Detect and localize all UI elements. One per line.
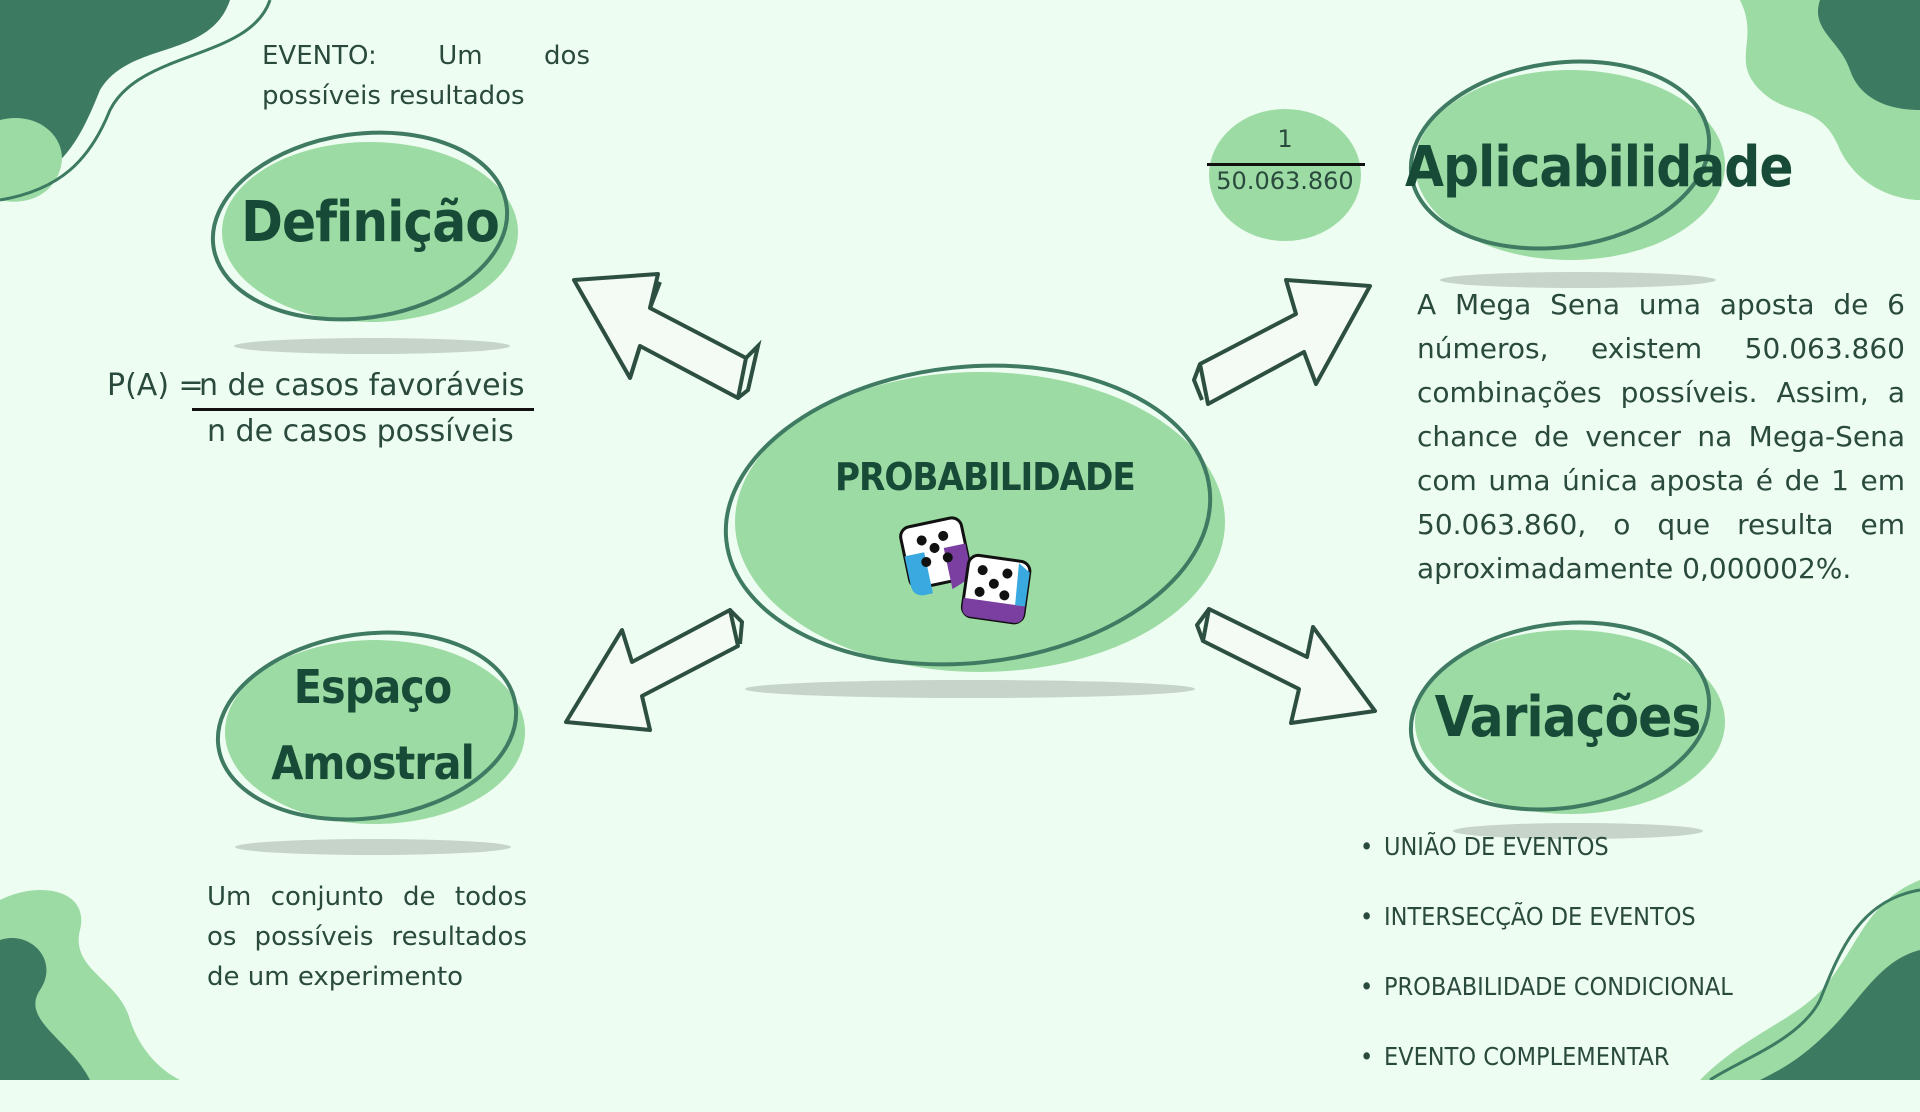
variacoes-list: UNIÃO DE EVENTOS INTERSECÇÃO DE EVENTOS … bbox=[1360, 832, 1733, 1112]
fraction-denominator: 50.063.860 bbox=[1216, 167, 1354, 195]
aplicabilidade-title: Aplicabilidade bbox=[1405, 135, 1794, 200]
blob-probabilidade bbox=[723, 363, 1225, 672]
list-item: EVENTO COMPLEMENTAR bbox=[1360, 1042, 1733, 1112]
list-item: INTERSECÇÃO DE EVENTOS bbox=[1360, 902, 1733, 972]
espaco-title-line2: Amostral bbox=[271, 736, 475, 790]
definicao-title: Definição bbox=[241, 190, 500, 255]
corner-decoration-bottom-right bbox=[1700, 880, 1920, 1080]
arrow-up-left-icon bbox=[572, 272, 762, 400]
list-item: PROBABILIDADE CONDICIONAL bbox=[1360, 972, 1733, 1042]
fraction-bar bbox=[1207, 163, 1365, 166]
probabilidade-title: PROBABILIDADE bbox=[835, 455, 1136, 499]
dice-icon bbox=[899, 516, 1032, 625]
formula-numerator: n de casos favoráveis bbox=[199, 368, 525, 403]
list-item: UNIÃO DE EVENTOS bbox=[1360, 832, 1733, 902]
formula-fraction-bar bbox=[192, 408, 534, 411]
variacoes-title: Variações bbox=[1434, 685, 1702, 750]
aplicabilidade-description: A Mega Sena uma aposta de 6 números, exi… bbox=[1417, 288, 1905, 585]
arrow-up-right-icon bbox=[1191, 278, 1372, 406]
arrow-down-left-icon bbox=[564, 608, 745, 732]
blob-variacoes bbox=[1408, 620, 1725, 814]
espaco-title-line1: Espaço bbox=[293, 660, 452, 714]
formula-denominator: n de casos possíveis bbox=[207, 414, 514, 449]
blob-aplicabilidade bbox=[1408, 59, 1725, 260]
fraction-numerator: 1 bbox=[1277, 125, 1293, 153]
blob-espaco-amostral bbox=[215, 630, 525, 824]
mega-sena-fraction: 1 50.063.860 bbox=[1205, 125, 1365, 205]
corner-decoration-top-right bbox=[1740, 0, 1920, 200]
formula-lhs: P(A) = bbox=[107, 368, 204, 403]
evento-note: EVENTO: Um dos possíveis resultados bbox=[262, 41, 590, 111]
blob-fraction bbox=[1209, 109, 1361, 241]
corner-decoration-bottom-left bbox=[0, 890, 180, 1080]
formula: P(A) = n de casos favoráveis n de casos … bbox=[107, 364, 537, 454]
corner-decoration-top-left bbox=[0, 0, 272, 202]
arrow-down-right-icon bbox=[1195, 607, 1377, 725]
blob-definicao bbox=[210, 130, 518, 322]
espaco-description: Um conjunto de todos os possíveis result… bbox=[207, 882, 527, 992]
